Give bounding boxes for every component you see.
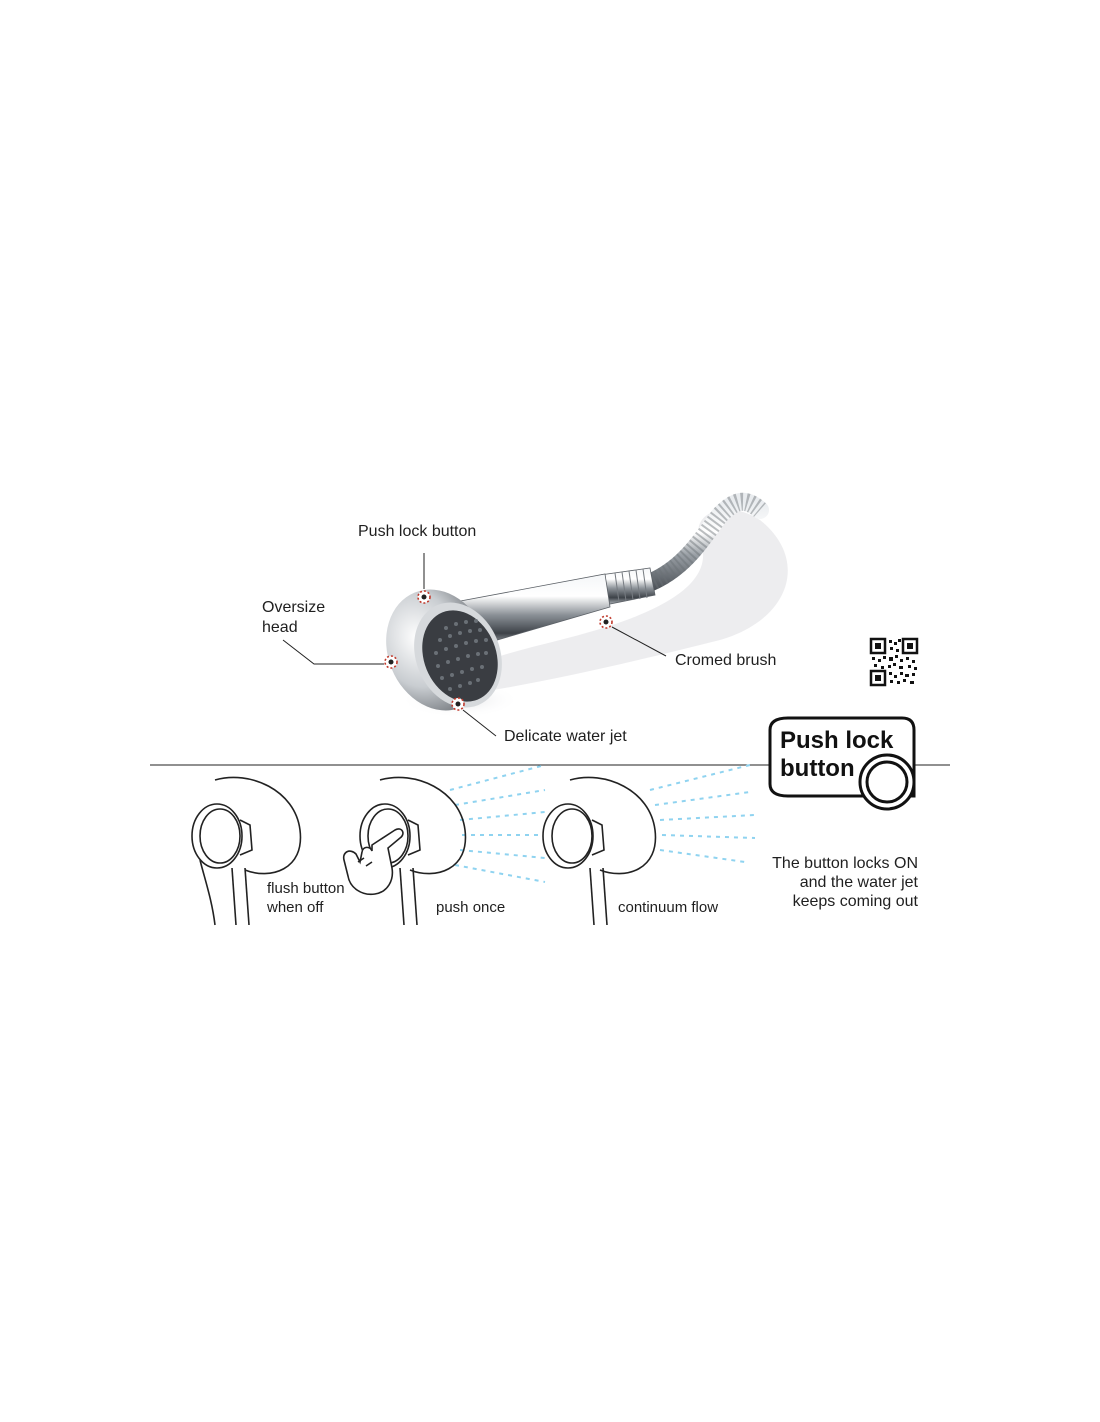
water-spray-2 (649, 764, 756, 863)
badge-line2: button (780, 755, 855, 782)
callout-oversize-line1: Oversize (262, 599, 326, 616)
marker-push-lock (417, 553, 431, 604)
note-line3: keeps coming out (792, 893, 918, 910)
step-1-caption-line1: flush button (267, 880, 345, 897)
note-line1: The button locks ON (772, 855, 918, 872)
callout-push-lock: Push lock button (358, 523, 477, 540)
callout-delicate-jet: Delicate water jet (504, 728, 627, 745)
hand-icon (342, 828, 404, 896)
step-3-illustration (542, 776, 657, 926)
shower-head (386, 589, 502, 711)
callout-cromed-brush: Cromed brush (675, 652, 777, 669)
hose (616, 492, 769, 599)
step-1-caption-line2: when off (267, 899, 324, 916)
step-1-illustration (191, 776, 302, 926)
marker-oversize (282, 639, 398, 669)
note-line2: and the water jet (799, 874, 918, 891)
marker-cromed (599, 615, 667, 657)
step-2-caption: push once (436, 899, 506, 916)
push-lock-badge (768, 716, 916, 811)
water-spray-1 (449, 764, 546, 883)
qr-code-icon (869, 637, 919, 687)
callout-oversize-line2: head (262, 619, 298, 636)
badge-line1: Push lock (780, 727, 894, 754)
marker-delicate (451, 697, 497, 737)
step-3-caption: continuum flow (618, 899, 719, 916)
